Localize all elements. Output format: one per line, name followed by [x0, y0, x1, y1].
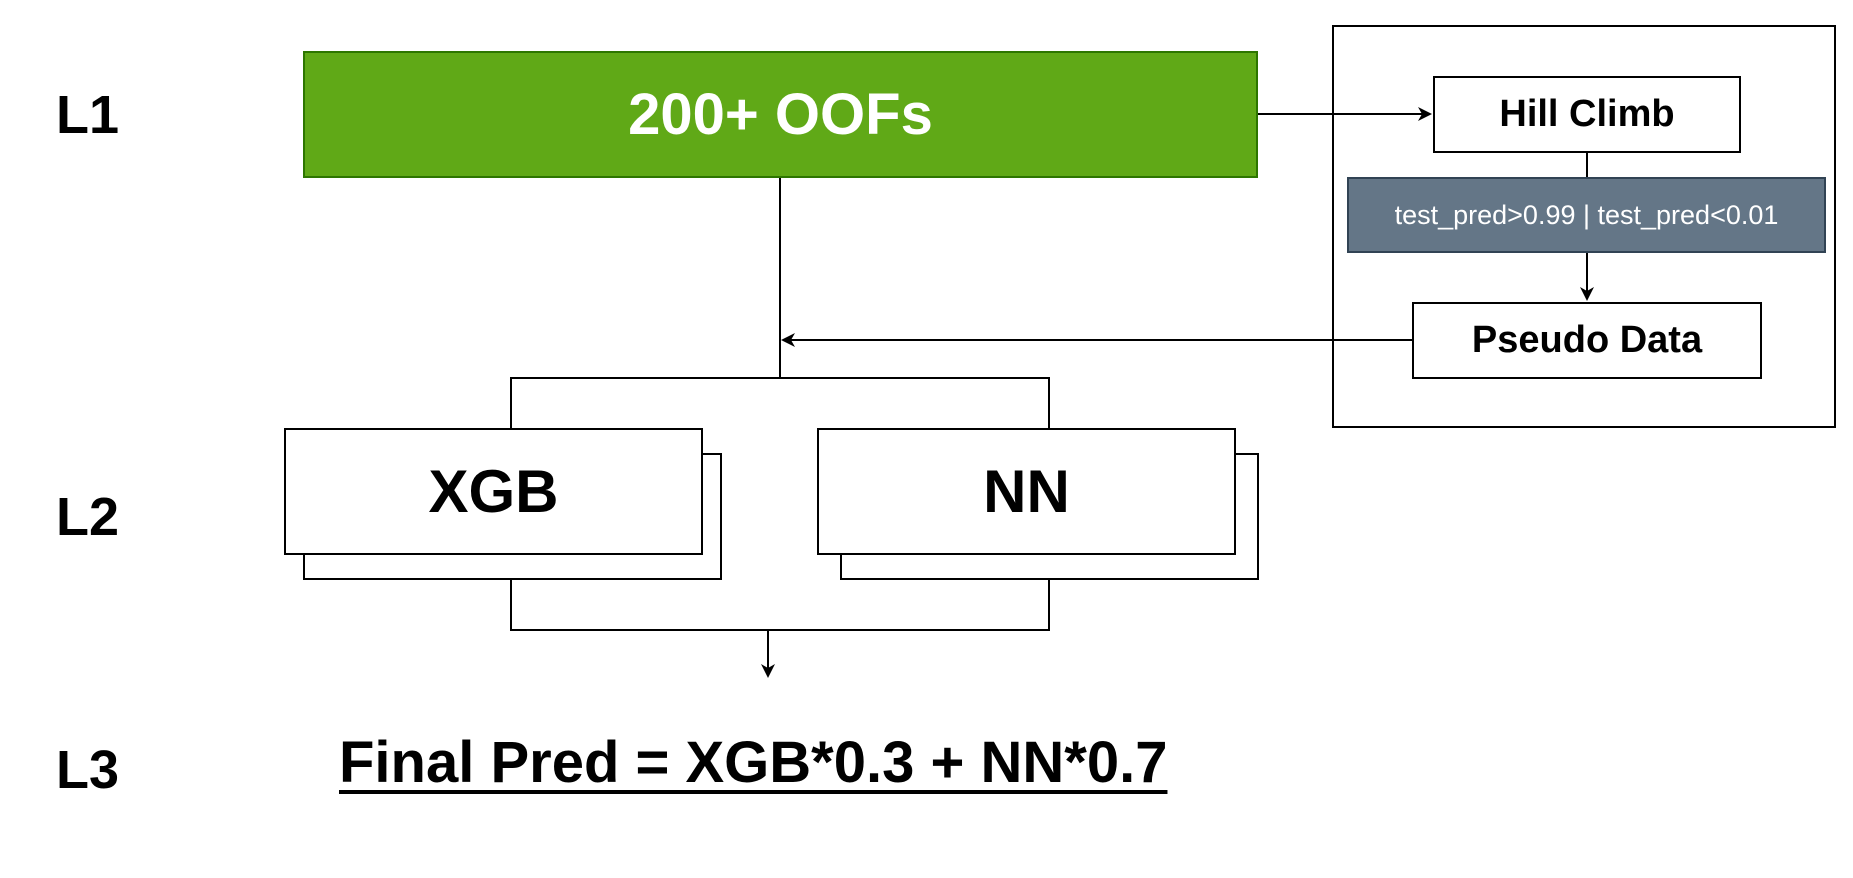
threshold-filter-node: test_pred>0.99 | test_pred<0.01 [1347, 177, 1826, 253]
oofs-node: 200+ OOFs [303, 51, 1258, 178]
edge-merge [510, 580, 1050, 631]
hill-climb-node: Hill Climb [1433, 76, 1741, 153]
level-label-l3: L3 [56, 740, 120, 800]
nn-node: NN [817, 428, 1236, 555]
nn-label: NN [983, 458, 1070, 525]
final-prediction-formula: Final Pred = XGB*0.3 + NN*0.7 [339, 730, 1168, 795]
level-label-l1: L1 [56, 85, 120, 145]
pseudo-data-node: Pseudo Data [1412, 302, 1762, 379]
xgb-label: XGB [428, 458, 559, 525]
level-label-l2: L2 [56, 487, 120, 547]
edge-split [510, 377, 1050, 428]
oofs-label: 200+ OOFs [628, 82, 933, 147]
hill-climb-label: Hill Climb [1499, 93, 1675, 135]
pseudo-label-group [1332, 25, 1836, 428]
threshold-filter-label: test_pred>0.99 | test_pred<0.01 [1394, 199, 1779, 230]
xgb-node: XGB [284, 428, 703, 555]
pseudo-data-label: Pseudo Data [1471, 319, 1703, 361]
